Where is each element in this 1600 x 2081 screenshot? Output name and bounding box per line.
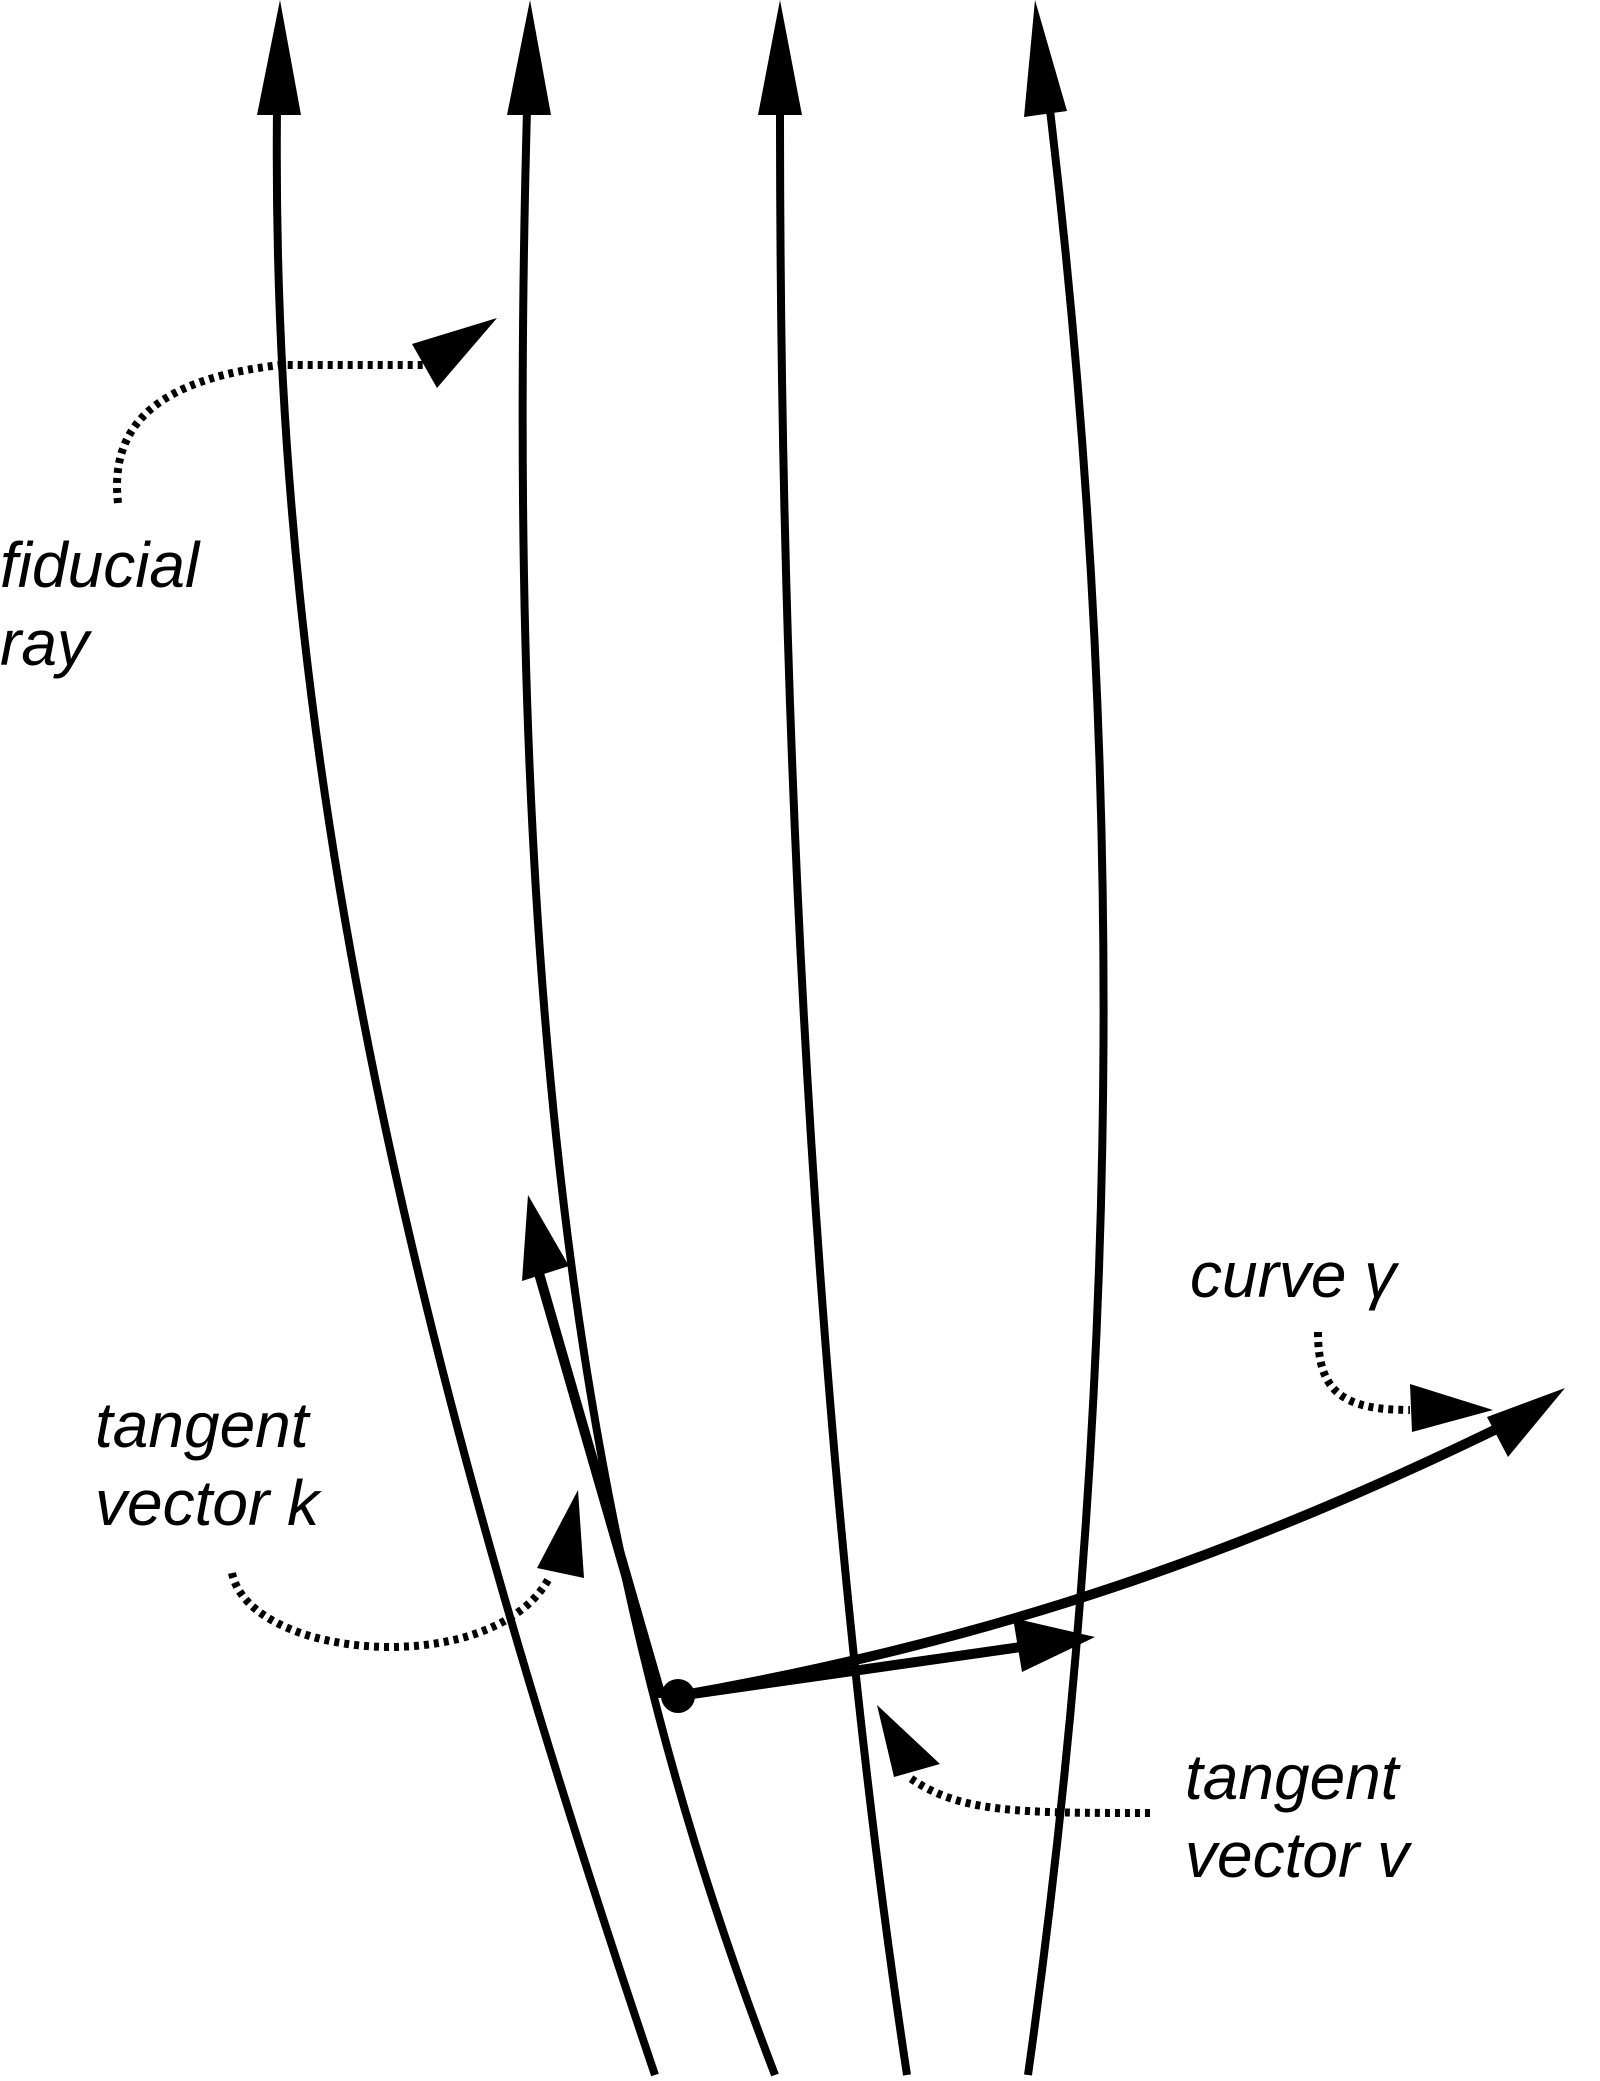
fiducial-ray-label: fiducial ray: [0, 526, 199, 682]
tangent-vector-k-callout: [228, 1490, 584, 1651]
ray-4: [1024, 0, 1108, 2076]
tangent-vector-k: [522, 1195, 665, 1698]
tangent-vector-v-label-line-1: tangent: [1185, 1741, 1399, 1813]
fiducial-ray-label-line-1: fiducial: [0, 529, 200, 601]
fiducial-ray-label-line-2: ray: [0, 607, 89, 679]
tangent-vector-k-label-line-2: vector k: [95, 1467, 320, 1539]
tangent-vector-v-label-line-2: vector v: [1185, 1819, 1410, 1891]
curve-gamma-label: curve γ: [1190, 1236, 1396, 1314]
tangent-vector-k-label-line-1: tangent: [95, 1389, 309, 1461]
ray-3: [758, 0, 911, 2076]
tangent-vector-k-label: tangent vector k: [95, 1386, 319, 1542]
tangent-vector-v-callout: [877, 1705, 1151, 1817]
tangent-vector-v-label: tangent vector v: [1185, 1738, 1409, 1894]
tangent-vector-v: [673, 1618, 1095, 1701]
fiducial-ray-callout: [113, 318, 497, 504]
ray-2: [507, 0, 779, 2077]
curve-gamma-callout: [1314, 1331, 1493, 1432]
curve-gamma-label-text: curve γ: [1190, 1239, 1397, 1311]
curve-gamma: [673, 1388, 1565, 1701]
ray-1: [257, 0, 659, 2077]
